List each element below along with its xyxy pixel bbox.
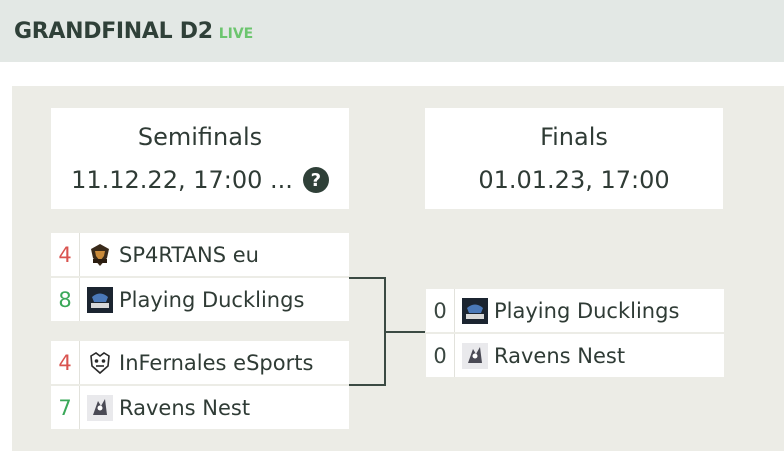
page-title: GRANDFINAL D2 (14, 18, 213, 44)
round-title: Semifinals (137, 123, 263, 151)
match-row-semifinal-1-team-1[interactable]: 4 SP4RTANS eu (51, 233, 349, 276)
team-name[interactable]: Playing Ducklings (119, 287, 305, 312)
question-circle-icon[interactable]: ? (302, 167, 329, 193)
team-name[interactable]: InFernales eSports (119, 350, 314, 375)
ravens-nest-logo-icon (87, 394, 113, 421)
team-score: 0 (426, 334, 455, 377)
match-row-semifinal-2-team-2[interactable]: 7 Ravens Nest (51, 386, 349, 429)
match-row-semifinal-2-team-1[interactable]: 4 InFernales eSports (51, 341, 349, 384)
page-header: GRANDFINAL D2 LIVE (0, 0, 784, 62)
team-score: 4 (51, 233, 80, 276)
bracket-connector (349, 277, 385, 279)
team-score: 4 (51, 341, 80, 384)
match-row-semifinal-1-team-2[interactable]: 8 Playing Ducklings (51, 278, 349, 321)
team-score: 7 (51, 386, 80, 429)
infernales-logo-icon (87, 350, 113, 376)
round-header-finals: Finals 01.01.23, 17:00 (425, 108, 723, 209)
team-name[interactable]: Playing Ducklings (494, 298, 680, 323)
round-title: Finals (540, 123, 608, 151)
team-name[interactable]: Ravens Nest (494, 343, 626, 368)
team-score: 8 (51, 278, 80, 321)
live-badge: LIVE (218, 26, 254, 42)
playing-ducklings-logo-icon (87, 286, 113, 313)
playing-ducklings-logo-icon (462, 297, 488, 324)
team-score: 0 (426, 289, 455, 332)
spartans-logo-icon (87, 242, 113, 268)
round-date: 11.12.22, 17:00 ... ? (51, 166, 349, 194)
match-row-final-team-2[interactable]: 0 Ravens Nest (426, 334, 724, 377)
bracket-connector (349, 384, 385, 386)
round-date: 01.01.23, 17:00 (425, 166, 723, 194)
round-date-text: 01.01.23, 17:00 (478, 166, 670, 194)
team-name[interactable]: SP4RTANS eu (119, 242, 259, 267)
round-date-text: 11.12.22, 17:00 ... (71, 166, 293, 194)
ravens-nest-logo-icon (462, 342, 488, 369)
bracket-connector (384, 331, 425, 333)
match-row-final-team-1[interactable]: 0 Playing Ducklings (426, 289, 724, 332)
team-name[interactable]: Ravens Nest (119, 395, 251, 420)
round-header-semifinals: Semifinals 11.12.22, 17:00 ... ? (51, 108, 349, 209)
